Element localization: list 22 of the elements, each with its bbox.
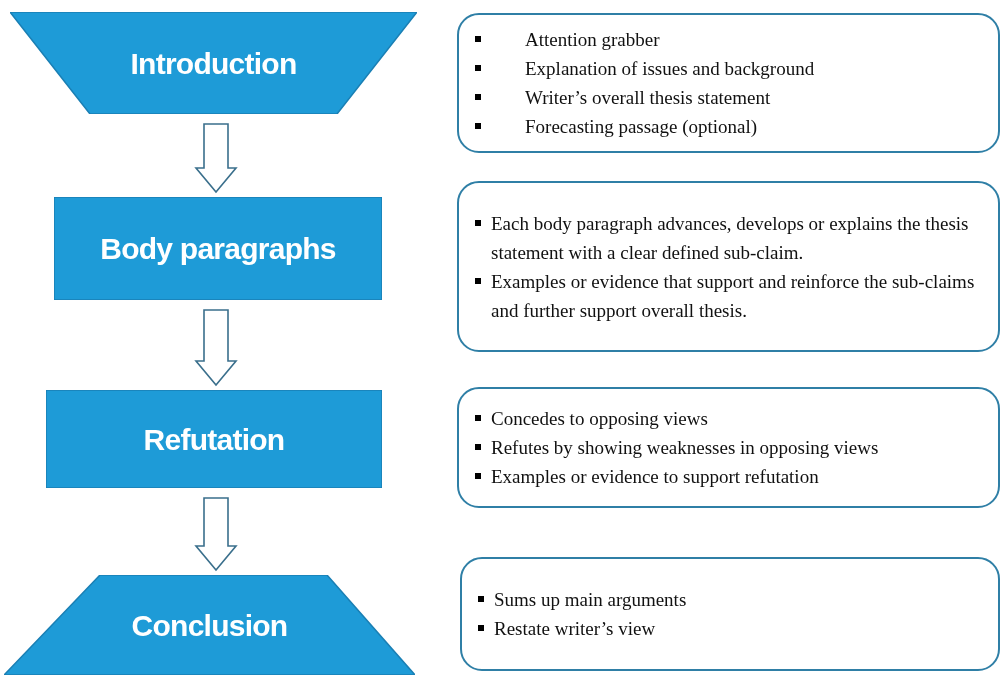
bullet-text: Restate writer’s view <box>494 617 656 641</box>
bullet-text: Sums up main arguments <box>494 588 687 612</box>
block-arrow <box>194 309 238 387</box>
text-panel <box>457 387 1000 508</box>
text-panel <box>460 557 1000 671</box>
bullet-text: Forecasting passage (optional) <box>525 115 758 139</box>
bullet-text: Concedes to opposing views <box>491 407 708 431</box>
bullet-text: Explanation of issues and background <box>525 57 815 81</box>
stage-title: Refutation <box>143 421 285 458</box>
stage-title: Body paragraphs <box>100 231 336 267</box>
text-panel <box>457 13 1000 153</box>
block-arrow <box>194 123 238 194</box>
bullet-text: Writer’s overall thesis statement <box>525 86 771 110</box>
text-panel <box>457 181 1000 352</box>
bullet-text: Each body paragraph advances, develops or explains the thesis statement with a clear defined sub-claim. <box>491 211 970 265</box>
stage-title: Introduction <box>130 45 297 82</box>
block-arrow <box>194 497 238 572</box>
bullet-text: Refutes by showing weaknesses in opposing views <box>491 436 879 460</box>
bullet-text: Attention grabber <box>525 28 660 52</box>
bullet-text: Examples or evidence to support refutation <box>491 465 819 489</box>
stage-title: Conclusion <box>131 607 288 644</box>
bullet-text: Examples or evidence that support and reinforce the sub-claims and further support overall thesis. <box>491 269 976 323</box>
